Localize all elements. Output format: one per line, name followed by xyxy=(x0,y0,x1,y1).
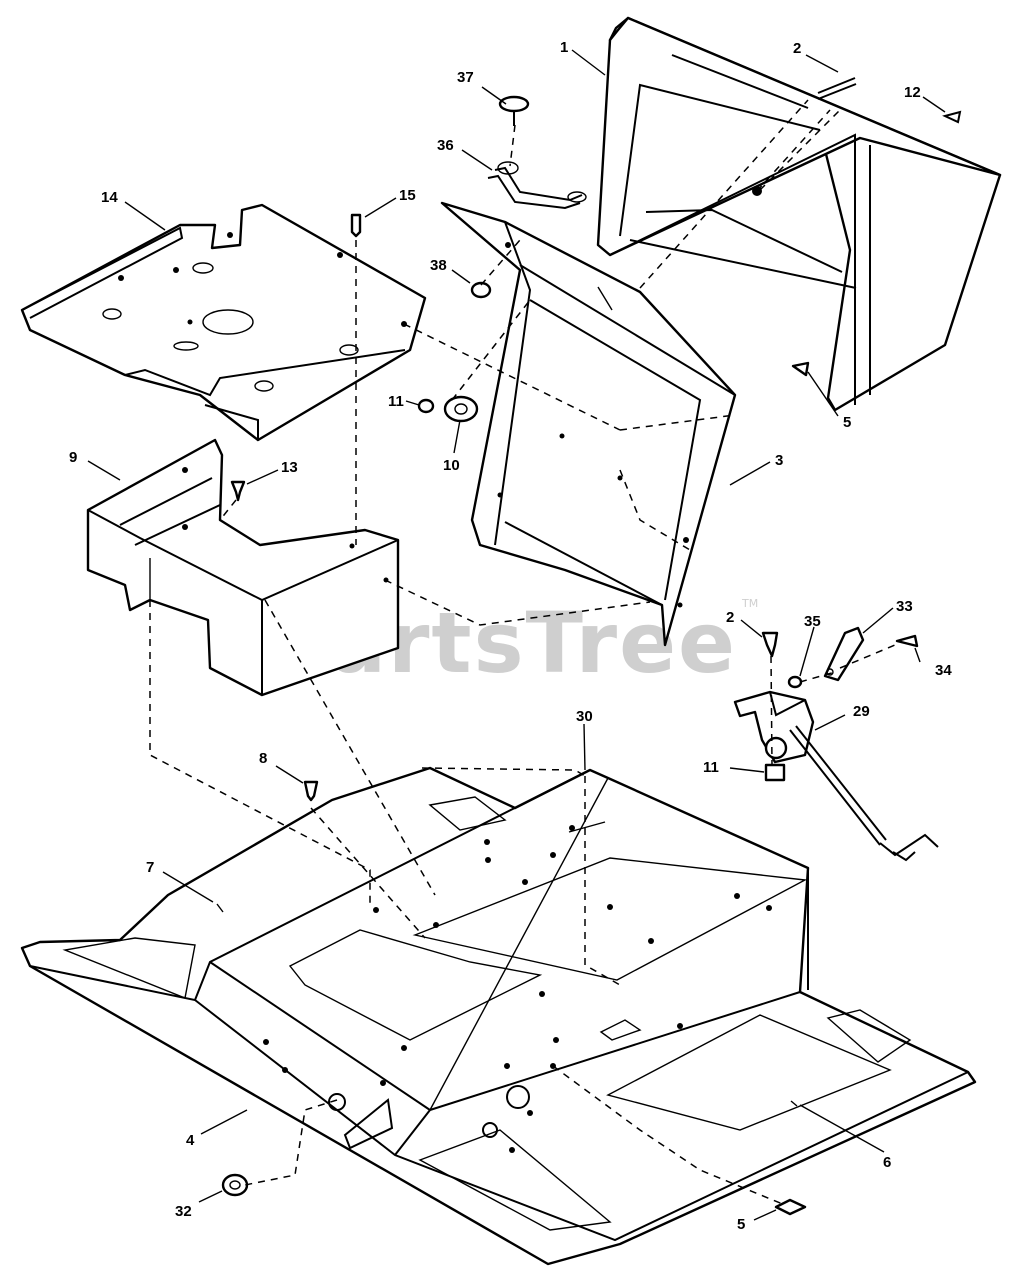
callout-4: 4 xyxy=(186,1132,195,1149)
hardware xyxy=(221,77,962,1216)
callout-1: 1 xyxy=(560,39,568,56)
callout-15: 15 xyxy=(399,187,416,204)
part-3-console[interactable] xyxy=(440,201,737,647)
callout-13: 13 xyxy=(281,459,298,476)
part-9-bracket[interactable] xyxy=(86,438,400,697)
callout-2-top: 2 xyxy=(793,40,801,57)
callout-32: 32 xyxy=(175,1203,192,1220)
callout-2-lower: 2 xyxy=(726,609,734,626)
callout-10: 10 xyxy=(443,457,460,474)
part-14-mounting-plate[interactable] xyxy=(20,203,427,442)
callout-30: 30 xyxy=(576,708,593,725)
callout-29: 29 xyxy=(853,703,870,720)
callout-38: 38 xyxy=(430,257,447,274)
watermark-trademark: TM xyxy=(741,597,758,610)
callout-12: 12 xyxy=(904,84,921,101)
part-1-seat-shell[interactable] xyxy=(596,16,1002,412)
callout-35: 35 xyxy=(804,613,821,630)
callout-8: 8 xyxy=(259,750,267,767)
callouts: 1 2 12 37 36 14 15 38 11 10 5 3 9 13 2 3… xyxy=(69,39,952,1233)
alignment-lines xyxy=(149,99,896,1206)
callout-34: 34 xyxy=(935,662,952,679)
callout-5-upper: 5 xyxy=(843,414,851,431)
callout-37: 37 xyxy=(457,69,474,86)
callout-11-upper: 11 xyxy=(388,393,404,410)
part-33-lever[interactable] xyxy=(823,626,865,682)
callout-33: 33 xyxy=(896,598,913,615)
callout-7: 7 xyxy=(146,859,154,876)
callout-14: 14 xyxy=(101,189,118,206)
callout-36: 36 xyxy=(437,137,454,154)
callout-11-lower: 11 xyxy=(703,759,719,776)
part-4-frame[interactable] xyxy=(20,766,977,1266)
callout-3: 3 xyxy=(775,452,783,469)
part-29-throttle-bracket[interactable] xyxy=(733,690,939,862)
callout-6: 6 xyxy=(883,1154,891,1171)
callout-5-lower: 5 xyxy=(737,1216,745,1233)
callout-9: 9 xyxy=(69,449,77,466)
leader-lines xyxy=(87,49,946,1221)
